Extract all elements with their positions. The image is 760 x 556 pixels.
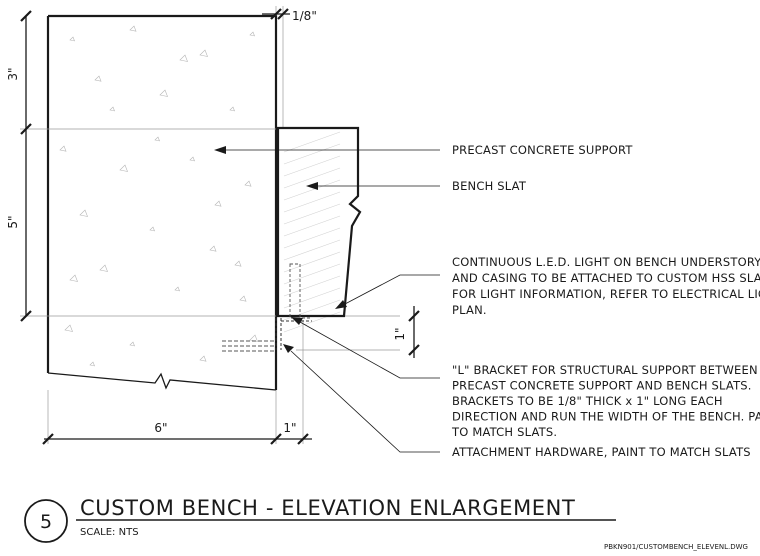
slat-hatch-line [283, 167, 341, 189]
concrete-speck [109, 106, 115, 112]
slat-hatch-line [283, 227, 341, 249]
concrete-speck [199, 49, 208, 57]
dimension-bracket: 1" [393, 306, 420, 358]
attachment-hardware [222, 340, 276, 352]
concrete-speck [249, 334, 258, 342]
note-l-bracket: "L" BRACKET FOR STRUCTURAL SUPPORT BETWE… [451, 363, 760, 439]
bench-slat [276, 126, 362, 333]
slat-hatch-line [283, 263, 341, 285]
title-block: 5 CUSTOM BENCH - ELEVATION ENLARGEMENT S… [24, 496, 748, 551]
concrete-speck [249, 31, 255, 37]
concrete-speck [209, 245, 217, 252]
concrete-speck [244, 180, 252, 187]
concrete-speck [64, 324, 73, 332]
concrete-speck [79, 209, 88, 217]
concrete-speck [189, 156, 195, 162]
l-bracket [275, 318, 312, 350]
concrete-speck [199, 355, 207, 362]
led-light-casing [289, 263, 310, 319]
slat-hatch-line [283, 179, 341, 201]
concrete-speck [239, 295, 247, 302]
detail-number-circle [24, 499, 68, 543]
concrete-speck [159, 89, 168, 97]
dimension-bottom: 6" 1" [42, 421, 312, 445]
dim-width-label: 6" [154, 421, 167, 435]
slat-hatch-line [283, 239, 341, 261]
drawing-scale: SCALE: NTS [80, 527, 139, 538]
precast-concrete-support [46, 14, 278, 391]
drawing-title: CUSTOM BENCH - ELEVATION ENLARGEMENT [80, 496, 575, 520]
reference-lines [20, 6, 400, 444]
dimension-left: 3" 5" [6, 10, 32, 322]
note-bench-slat: BENCH SLAT [452, 179, 527, 193]
slat-hatch-line [283, 275, 341, 297]
concrete-speck [69, 274, 78, 282]
dim-right-label: 1" [283, 421, 296, 435]
concrete-speck [214, 200, 222, 207]
concrete-speck [129, 25, 137, 32]
concrete-speck [234, 260, 242, 267]
dim-gap-label: 1/8" [292, 9, 317, 23]
concrete-speck [89, 361, 95, 367]
dim-bracket-label: 1" [393, 327, 407, 340]
slat-hatch-line [283, 203, 341, 225]
concrete-speck [99, 264, 108, 272]
dimension-gap: 1/8" [262, 8, 317, 23]
slat-hatch-line [283, 155, 341, 177]
slat-hatch-line [283, 143, 341, 165]
concrete-speck [119, 164, 128, 172]
note-led-light: CONTINUOUS L.E.D. LIGHT ON BENCH UNDERST… [452, 255, 760, 317]
dim-top-label: 3" [6, 67, 20, 80]
slat-hatch-line [283, 287, 341, 309]
note-precast-concrete-support: PRECAST CONCRETE SUPPORT [452, 143, 633, 157]
concrete-speck [229, 106, 235, 112]
concrete-speck [174, 286, 180, 292]
detail-number: 5 [40, 511, 52, 533]
slat-hatch [283, 131, 341, 333]
concrete-texture [59, 25, 258, 367]
slat-hatch-line [283, 131, 341, 153]
note-attachment-hardware: ATTACHMENT HARDWARE, PAINT TO MATCH SLAT… [452, 445, 751, 459]
slat-hatch-line [283, 251, 341, 273]
dim-middle-label: 5" [6, 215, 20, 228]
slat-hatch-line [283, 215, 341, 237]
concrete-speck [59, 145, 67, 152]
concrete-speck [179, 54, 188, 62]
concrete-speck [154, 136, 160, 142]
concrete-speck [69, 36, 75, 42]
concrete-speck [94, 75, 102, 82]
concrete-speck [129, 341, 135, 347]
notes: PRECAST CONCRETE SUPPORT BENCH SLAT CONT… [451, 143, 760, 459]
drawing-file: PBKN901/CUSTOMBENCH_ELEVENL.DWG [604, 543, 748, 551]
slat-hatch-line [283, 191, 341, 213]
concrete-speck [149, 226, 155, 232]
leaders [214, 146, 440, 453]
